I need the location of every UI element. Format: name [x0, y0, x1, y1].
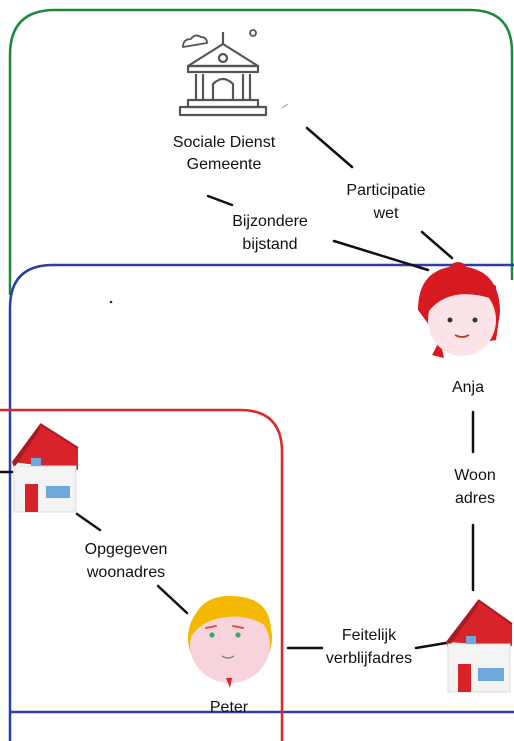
house-icon-right — [446, 599, 513, 693]
woman-avatar-icon — [418, 262, 500, 358]
connector-bijzondere-bottom — [332, 239, 430, 272]
peter-label: Peter — [210, 699, 249, 716]
connector-opgegeven-bottom — [156, 584, 189, 615]
blue-region-outline — [8, 263, 514, 741]
connector-opgegeven-top — [75, 512, 102, 532]
opgegeven-label-line1: Opgegeven — [85, 541, 168, 558]
bijzondere-label-line1: Bijzondere — [232, 213, 308, 230]
opgegeven-label-line2: woonadres — [86, 564, 165, 581]
government-building-icon — [178, 29, 268, 117]
feitelijk-label-line1: Feitelijk — [342, 627, 397, 644]
stray-dot — [109, 300, 113, 304]
connector-lines — [0, 126, 475, 650]
connector-participatie-top — [305, 126, 354, 169]
connector-bijzondere-top — [206, 194, 234, 207]
anja-label: Anja — [452, 379, 484, 396]
feitelijk-label-line2: verblijfadres — [326, 650, 412, 667]
house-icon-left — [12, 423, 79, 513]
sociale-dienst-label-line1: Sociale Dienst — [173, 134, 276, 151]
red-region-outline — [0, 408, 284, 741]
bijzondere-label-line2: bijstand — [242, 236, 297, 253]
connector-participatie-bottom — [420, 230, 454, 260]
participatie-label-line2: wet — [373, 205, 399, 222]
woon-label-line2: adres — [455, 490, 495, 507]
connector-feitelijk-right — [414, 641, 448, 650]
sociale-dienst-label-line2: Gemeente — [187, 156, 262, 173]
man-avatar-icon — [188, 596, 272, 688]
building-sparkle — [281, 103, 289, 109]
participatie-label-line1: Participatie — [346, 182, 425, 199]
woon-label-line1: Woon — [454, 467, 496, 484]
green-region-outline — [8, 8, 514, 295]
